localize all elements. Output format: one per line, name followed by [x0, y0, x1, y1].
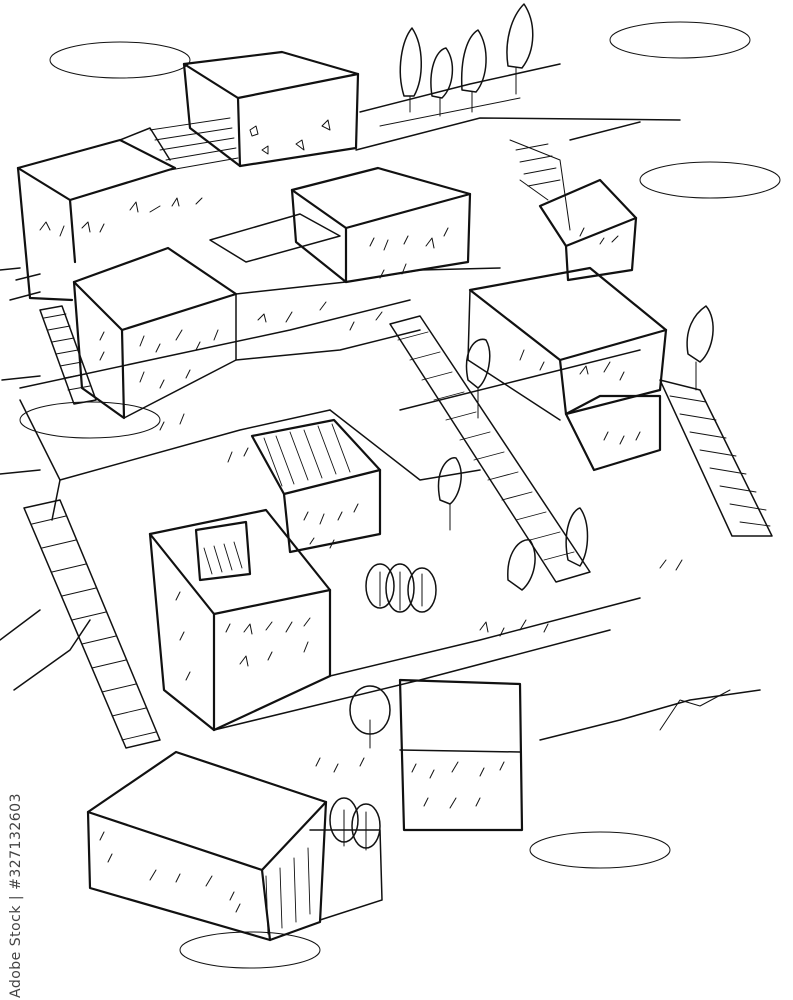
trees-top [399, 3, 534, 117]
building-right-upper [509, 139, 638, 282]
building-lower-right [398, 678, 524, 832]
building-top-cube [149, 50, 360, 171]
plaza-lower [213, 559, 761, 741]
building-right-middle [467, 266, 668, 472]
building-lower-center [148, 508, 332, 732]
road-left [0, 267, 41, 475]
road-top [355, 63, 681, 151]
terrace-center [19, 299, 641, 521]
building-bottom-left [86, 750, 383, 942]
tree-right [686, 305, 714, 391]
building-center-row [209, 213, 501, 361]
trees-round-center [365, 563, 437, 613]
trees-lower [315, 685, 391, 851]
trees-center [437, 338, 589, 591]
watermark-stamps [19, 21, 781, 969]
stair-lower-left [0, 499, 161, 749]
building-left-long [72, 246, 238, 420]
stair-left [9, 273, 97, 405]
watermark-side-text: Adobe Stock | #327132603 [8, 793, 24, 998]
building-top-left [16, 127, 203, 302]
building-pergola [250, 418, 382, 554]
stair-center [389, 315, 591, 583]
stair-right [659, 379, 773, 537]
